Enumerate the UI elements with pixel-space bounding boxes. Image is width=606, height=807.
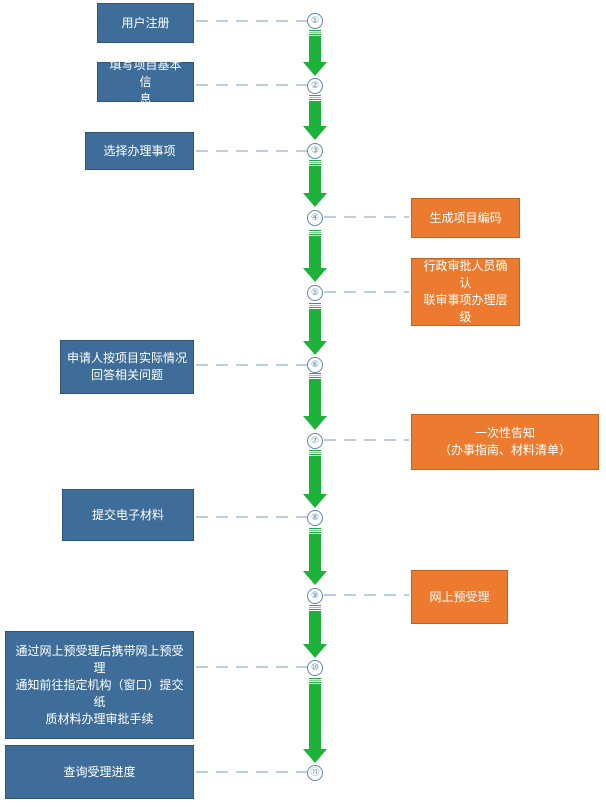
step-box-7: 一次性告知 （办事指南、材料清单） [411, 414, 599, 470]
step-box-10: 通过网上预受理后携带网上预受理 通知前往指定机构（窗口）提交纸 质材料办理审批手… [5, 631, 194, 739]
step-number-8: ⑧ [307, 510, 323, 526]
step-number-4: ④ [307, 210, 323, 226]
step-number-1: ① [307, 13, 323, 29]
step-7-line-2: （办事指南、材料清单） [438, 443, 571, 457]
step-number-2: ② [307, 78, 323, 94]
step-box-1: 用户注册 [97, 3, 194, 43]
flow-arrow-2 [303, 95, 327, 140]
step-number-10: ⑩ [307, 660, 323, 676]
step-10-line-1: 通过网上预受理后携带网上预受理 [15, 643, 184, 675]
step-8-line-1: 提交电子材料 [91, 507, 164, 522]
step-6-line-1: 申请人按项目实际情况 [67, 351, 188, 365]
step-box-6: 申请人按项目实际情况 回答相关问题 [60, 340, 194, 394]
flow-arrow-7 [303, 450, 327, 508]
step-5-line-2: 联审事项办理层级 [423, 293, 508, 324]
step-box-8: 提交电子材料 [62, 489, 194, 541]
step-3-line-1: 选择办理事项 [103, 143, 176, 158]
step-6-line-2: 回答相关问题 [90, 368, 163, 382]
flow-arrow-6 [303, 373, 327, 430]
step-9-line-1: 网上预受理 [429, 589, 490, 604]
step-10-line-2: 通知前往指定机构（窗口）提交纸 [15, 677, 184, 709]
step-box-5: 行政审批人员确认 联审事项办理层级 [411, 258, 520, 326]
step-number-3: ③ [307, 143, 323, 159]
step-7-line-1: 一次性告知 [474, 426, 535, 440]
step-box-2: 填写项目基本信 息 [97, 58, 194, 106]
step-number-9: ⑨ [307, 588, 323, 604]
step-4-line-1: 生成项目编码 [429, 210, 502, 225]
flow-arrow-9 [303, 605, 327, 658]
step-number-6: ⑥ [307, 357, 323, 373]
flow-arrow-1 [303, 30, 327, 76]
step-2-line-2: 息 [139, 91, 152, 106]
step-number-5: ⑤ [307, 285, 323, 301]
step-2-line-1: 填写项目基本信 [109, 57, 182, 89]
step-1-line-1: 用户注册 [121, 15, 170, 30]
flow-arrow-4 [303, 230, 327, 282]
flow-arrow-5 [303, 303, 327, 355]
flow-arrow-8 [303, 528, 327, 585]
step-number-7: ⑦ [307, 433, 323, 449]
step-5-line-1: 行政审批人员确认 [423, 259, 508, 290]
flow-arrow-10 [303, 678, 327, 763]
step-11-line-1: 查询受理进度 [63, 764, 136, 779]
flow-arrow-3 [303, 160, 327, 207]
step-box-4: 生成项目编码 [411, 198, 520, 238]
step-box-3: 选择办理事项 [85, 132, 194, 170]
step-10-line-3: 质材料办理审批手续 [45, 711, 154, 726]
step-box-9: 网上预受理 [411, 570, 508, 624]
step-number-11: ⑪ [307, 765, 323, 781]
step-box-11: 查询受理进度 [5, 745, 194, 799]
